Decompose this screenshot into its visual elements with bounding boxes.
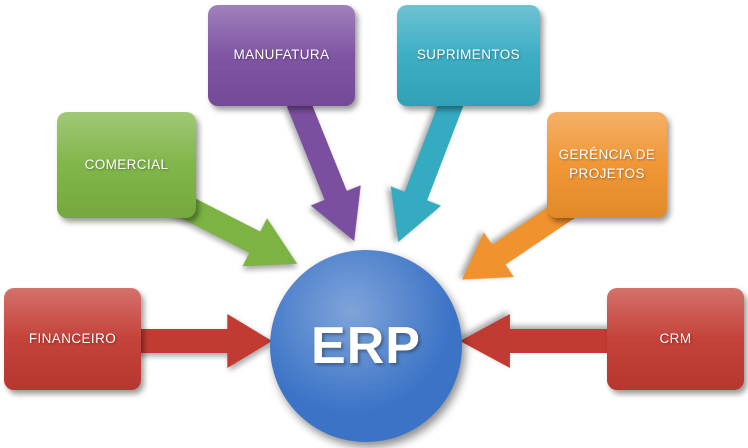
node-gerencia-de-projetos: GERÊNCIA DE PROJETOS (547, 112, 667, 218)
node-manufatura-label: MANUFATURA (233, 47, 330, 63)
node-suprimentos: SUPRIMENTOS (397, 5, 540, 106)
node-manufatura: MANUFATURA (208, 5, 355, 106)
arrow-manufatura-to-erp (286, 97, 361, 242)
node-financeiro-label: FINANCEIRO (28, 330, 117, 346)
arrow-suprimentos-to-erp (390, 97, 464, 243)
node-comercial: COMERCIAL (57, 112, 196, 218)
node-crm: CRM (607, 288, 744, 390)
node-gerencia-de-projetos-label: GERÊNCIA DE PROJETOS (558, 147, 656, 181)
arrow-comercial-to-erp (162, 187, 298, 267)
arrow-crm-to-erp (460, 314, 612, 368)
erp-center-label: ERP (311, 317, 421, 375)
node-financeiro: FINANCEIRO (4, 288, 141, 390)
erp-center-node: ERP (270, 250, 462, 442)
arrow-financeiro-to-erp (136, 314, 272, 368)
node-comercial-label: COMERCIAL (84, 156, 169, 172)
arrow-shape (390, 97, 464, 243)
node-crm-label: CRM (659, 330, 692, 346)
arrow-shape (460, 314, 612, 368)
arrow-shape (136, 314, 272, 368)
arrow-shape (162, 187, 298, 267)
arrow-shape (286, 97, 361, 242)
node-suprimentos-label: SUPRIMENTOS (416, 47, 521, 63)
